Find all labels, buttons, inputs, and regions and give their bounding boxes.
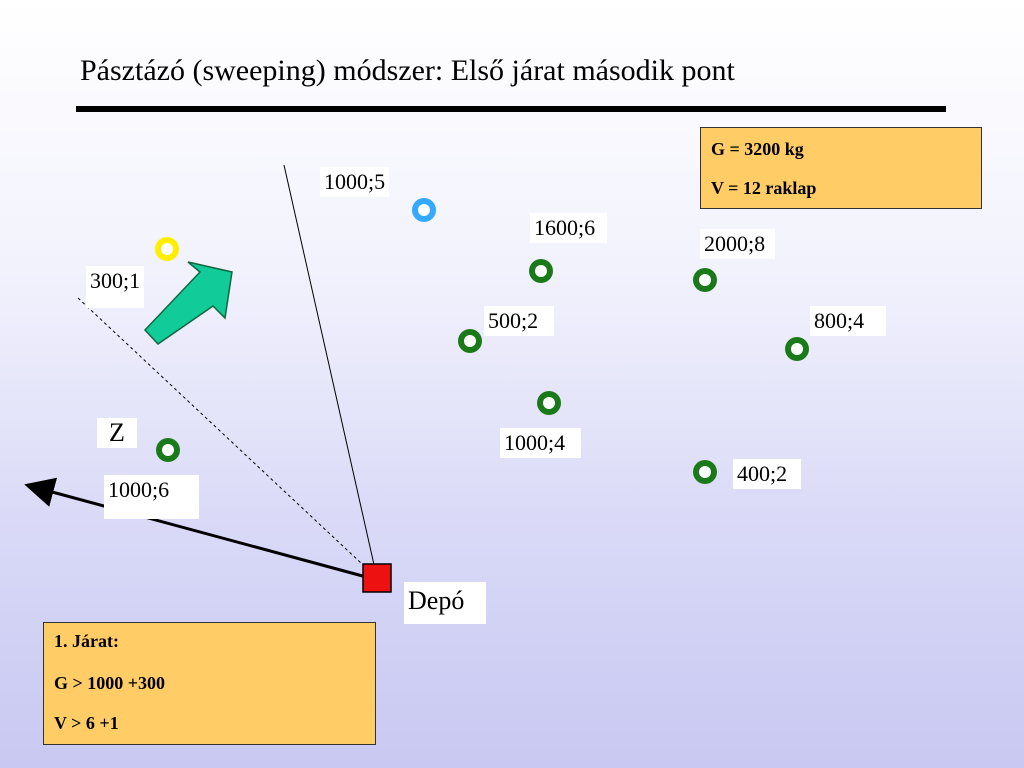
route-arrow [24,477,371,580]
route-box: 1. Járat: G > 1000 +300 V > 6 +1 [43,622,376,745]
dashed-sweep-line [77,297,378,579]
node-800-4 [785,337,809,361]
label-2000-8: 2000;8 [700,229,776,259]
label-z: Z [97,418,137,448]
label-1000-5: 1000;5 [320,167,390,197]
depot-square [362,563,392,593]
node-1000-4 [537,391,561,415]
route-weight: G > 1000 +300 [54,673,166,693]
label-1000-4: 1000;4 [500,428,582,458]
label-1000-6: 1000;6 [104,475,200,519]
label-400-2: 400;2 [733,459,802,489]
node-400-2 [693,460,717,484]
route-title: 1. Járat: [54,631,119,651]
capacity-volume: V = 12 raklap [711,178,817,198]
capacity-weight: G = 3200 kg [711,139,804,159]
label-1600-6: 1600;6 [530,213,608,243]
sweep-line [283,164,378,579]
sweep-direction-arrow [143,261,233,345]
capacity-box: G = 3200 kg V = 12 raklap [700,127,982,209]
node-500-2 [458,329,482,353]
label-500-2: 500;2 [484,306,555,336]
title-underline [76,106,946,112]
node-1000-5 [412,198,436,222]
slide-title: Pásztázó (sweeping) módszer: Első járat … [80,54,735,87]
route-volume: V > 6 +1 [54,713,119,733]
node-1600-6 [529,259,553,283]
label-800-4: 800;4 [810,306,887,336]
label-depot: Depó [404,582,487,624]
label-300-1: 300;1 [86,266,145,308]
node-2000-8 [693,268,717,292]
node-300-1 [155,237,179,261]
node-1000-6 [156,438,180,462]
